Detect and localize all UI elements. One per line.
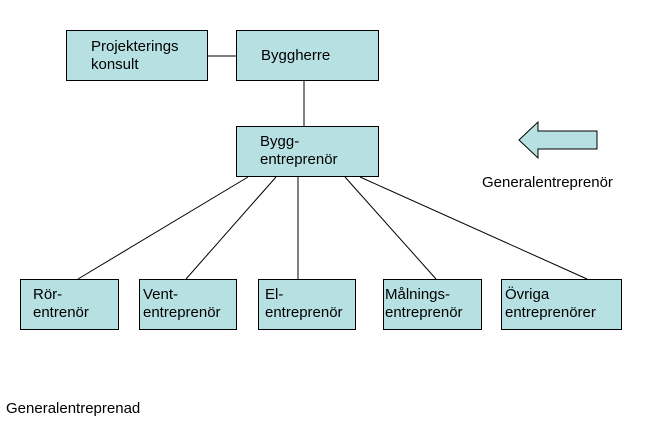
el-entreprenor-label: El- entreprenör: [265, 286, 343, 321]
edge-bygg-ror: [77, 176, 249, 280]
connector-lines: [77, 55, 588, 280]
arrow-label: Generalentreprenör: [482, 174, 613, 191]
edge-bygg-malning: [344, 176, 437, 280]
ror-entrenor-label: Rör- entrenör: [33, 286, 89, 321]
malnings-entreprenor-label: Målnings- entreprenör: [385, 286, 463, 321]
vent-entreprenor-node: Vent- entreprenör: [139, 279, 237, 330]
byggherre-node: Byggherre: [236, 30, 379, 81]
el-entreprenor-node: El- entreprenör: [258, 279, 356, 330]
byggentreprenor-label: Bygg- entreprenör: [260, 133, 338, 168]
malnings-entreprenor-node: Målnings- entreprenör: [383, 279, 482, 330]
byggherre-label: Byggherre: [261, 47, 331, 64]
edge-bygg-vent: [185, 176, 277, 280]
projekterings-konsult-label: Projekterings konsult: [91, 38, 179, 73]
diagram-caption: Generalentreprenad: [6, 400, 141, 417]
ror-entrenor-node: Rör- entrenör: [20, 279, 119, 330]
byggentreprenor-node: Bygg- entreprenör: [236, 126, 379, 177]
projekterings-konsult-node: Projekterings konsult: [66, 30, 208, 81]
ovriga-entreprenorer-node: Övriga entreprenörer: [501, 279, 622, 330]
ovriga-entreprenorer-label: Övriga entreprenörer: [505, 286, 596, 321]
left-arrow-icon: [518, 120, 598, 160]
edge-bygg-ovriga: [359, 176, 588, 280]
vent-entreprenor-label: Vent- entreprenör: [143, 286, 221, 321]
